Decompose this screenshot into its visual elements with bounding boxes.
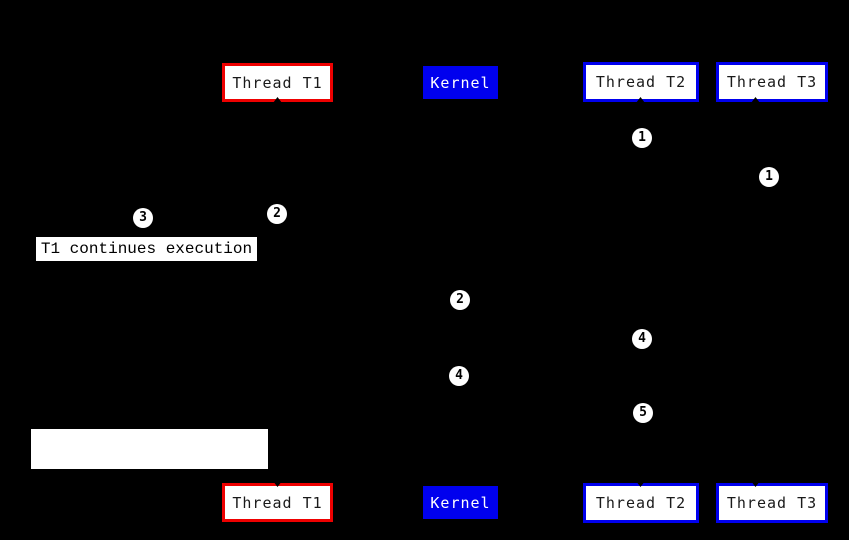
blank-note-box (31, 429, 268, 469)
step-marker-4-thread-t2: 4 (632, 329, 652, 349)
step-marker-5-thread-t2: 5 (633, 403, 653, 423)
step-marker-3-thread-t1: 3 (133, 208, 153, 228)
kernel-box-bottom: Kernel (423, 486, 498, 519)
thread-t2-box-top: Thread T2 (583, 62, 699, 102)
thread-t3-box-bottom: Thread T3 (716, 483, 828, 523)
arrow-notch-icon (751, 97, 760, 103)
step-marker-2-thread-t1: 2 (267, 204, 287, 224)
t1-continues-note: T1 continues execution (36, 237, 257, 261)
arrow-notch-icon (751, 481, 760, 487)
step-marker-4-kernel: 4 (449, 366, 469, 386)
arrow-notch-icon (636, 481, 645, 487)
step-marker-1-thread-t2: 1 (632, 128, 652, 148)
thread-t3-box-top: Thread T3 (716, 62, 828, 102)
thread-t1-box-bottom: Thread T1 (222, 483, 333, 522)
arrow-notch-icon (636, 97, 645, 103)
kernel-box-top: Kernel (423, 66, 498, 99)
thread-t1-box-top: Thread T1 (222, 63, 333, 102)
step-marker-1-thread-t3: 1 (759, 167, 779, 187)
arrow-notch-icon (273, 481, 282, 487)
arrow-notch-icon (273, 97, 282, 103)
thread-t2-box-bottom: Thread T2 (583, 483, 699, 523)
step-marker-2-kernel: 2 (450, 290, 470, 310)
